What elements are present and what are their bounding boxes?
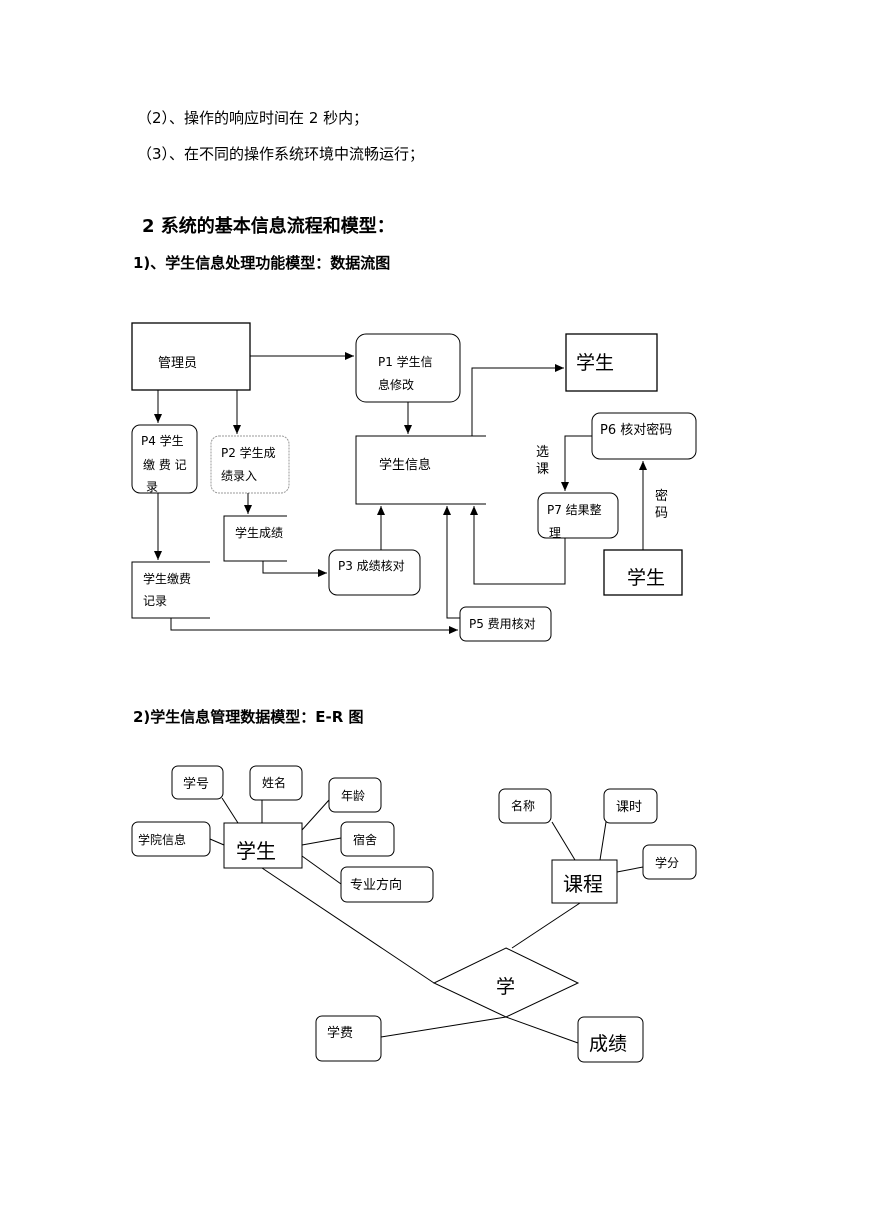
label-xueyuan: 学院信息 bbox=[138, 832, 186, 847]
p6-label: P6 核对密码 bbox=[600, 422, 672, 438]
admin-label: 管理员 bbox=[158, 356, 197, 371]
dfd-labels: 管理员 P1 学生信 息修改 学生 P4 学生 缴 费 记 录 P2 学生成 绩… bbox=[141, 352, 672, 631]
attr-zhuanye bbox=[340, 866, 434, 903]
er-labels: 学号 姓名 年龄 学院信息 学生 宿舍 专业方向 名称 课时 学分 课程 学 学… bbox=[138, 775, 679, 1055]
p7-label-1: P7 结果整 bbox=[547, 502, 602, 517]
password-label-1: 密 bbox=[655, 488, 668, 504]
fee-data-store bbox=[131, 561, 210, 619]
attr-xuehao bbox=[171, 765, 224, 800]
subheading-er: 2)学生信息管理数据模型：E-R 图 bbox=[133, 708, 364, 726]
er-diagram bbox=[131, 765, 697, 1063]
fee-store-label-2: 记录 bbox=[143, 594, 167, 608]
grade-store-label: 学生成绩 bbox=[235, 525, 283, 540]
attr-xuefei bbox=[315, 1015, 382, 1062]
entity-student bbox=[223, 822, 303, 869]
relation-diamond bbox=[432, 947, 580, 1018]
label-relation: 学 bbox=[496, 976, 515, 998]
attr-chengji bbox=[577, 1016, 644, 1063]
entity-course bbox=[551, 859, 618, 904]
student-top-label: 学生 bbox=[576, 352, 614, 374]
p2-label-1: P2 学生成 bbox=[221, 445, 276, 460]
label-student: 学生 bbox=[236, 839, 276, 863]
p3-process bbox=[328, 549, 421, 596]
info-store-label: 学生信息 bbox=[379, 457, 431, 473]
subheading-dfd: 1)、学生信息处理功能模型：数据流图 bbox=[133, 254, 391, 272]
p5-process bbox=[459, 606, 552, 642]
p5-label: P5 费用核对 bbox=[469, 617, 536, 631]
p2-process bbox=[210, 435, 290, 494]
p1-label-2: 息修改 bbox=[378, 377, 414, 392]
label-chengji: 成绩 bbox=[589, 1033, 627, 1055]
label-nianling: 年龄 bbox=[341, 789, 365, 803]
select-label-1: 选 bbox=[536, 445, 549, 460]
label-course: 课程 bbox=[563, 872, 603, 896]
fee-store-label-1: 学生缴费 bbox=[143, 571, 191, 586]
attr-nianling bbox=[328, 777, 382, 813]
p4-label-3: 录 bbox=[146, 480, 158, 494]
label-keshi: 课时 bbox=[616, 800, 642, 815]
password-label-2: 码 bbox=[655, 506, 668, 521]
section-heading: 2 系统的基本信息流程和模型： bbox=[142, 216, 395, 237]
label-xuefei: 学费 bbox=[327, 1025, 353, 1041]
p4-label-1: P4 学生 bbox=[141, 433, 184, 448]
p7-process bbox=[537, 492, 619, 539]
attr-xuefen bbox=[642, 844, 697, 880]
attr-xueyuan bbox=[131, 821, 211, 857]
data-flow-diagram bbox=[131, 322, 697, 642]
label-mingcheng: 名称 bbox=[511, 798, 535, 813]
grade-data-store bbox=[223, 515, 287, 562]
p7-label-2: 理 bbox=[549, 526, 561, 540]
attr-keshi bbox=[603, 788, 658, 824]
requirement-line-3: （3）、在不同的操作系统环境中流畅运行； bbox=[137, 145, 425, 163]
requirement-line-2: （2）、操作的响应时间在 2 秒内； bbox=[137, 109, 369, 127]
student-bottom-label: 学生 bbox=[627, 567, 665, 589]
select-label-2: 课 bbox=[536, 462, 549, 477]
student-entity-top bbox=[565, 333, 658, 392]
p2-label-2: 绩录入 bbox=[221, 469, 257, 483]
info-data-store bbox=[355, 435, 486, 505]
p4-label-2: 缴 费 记 bbox=[143, 457, 187, 472]
attr-mingcheng bbox=[498, 788, 552, 824]
label-zhuanye: 专业方向 bbox=[350, 877, 402, 893]
label-xuehao: 学号 bbox=[183, 776, 209, 792]
label-sushe: 宿舍 bbox=[353, 832, 377, 847]
p1-label-1: P1 学生信 bbox=[378, 354, 433, 369]
attr-xingming bbox=[249, 765, 303, 801]
label-xingming: 姓名 bbox=[262, 775, 286, 790]
label-xuefen: 学分 bbox=[655, 855, 679, 870]
attr-sushe bbox=[340, 821, 395, 857]
p4-process bbox=[131, 424, 198, 494]
p3-label: P3 成绩核对 bbox=[338, 559, 405, 573]
